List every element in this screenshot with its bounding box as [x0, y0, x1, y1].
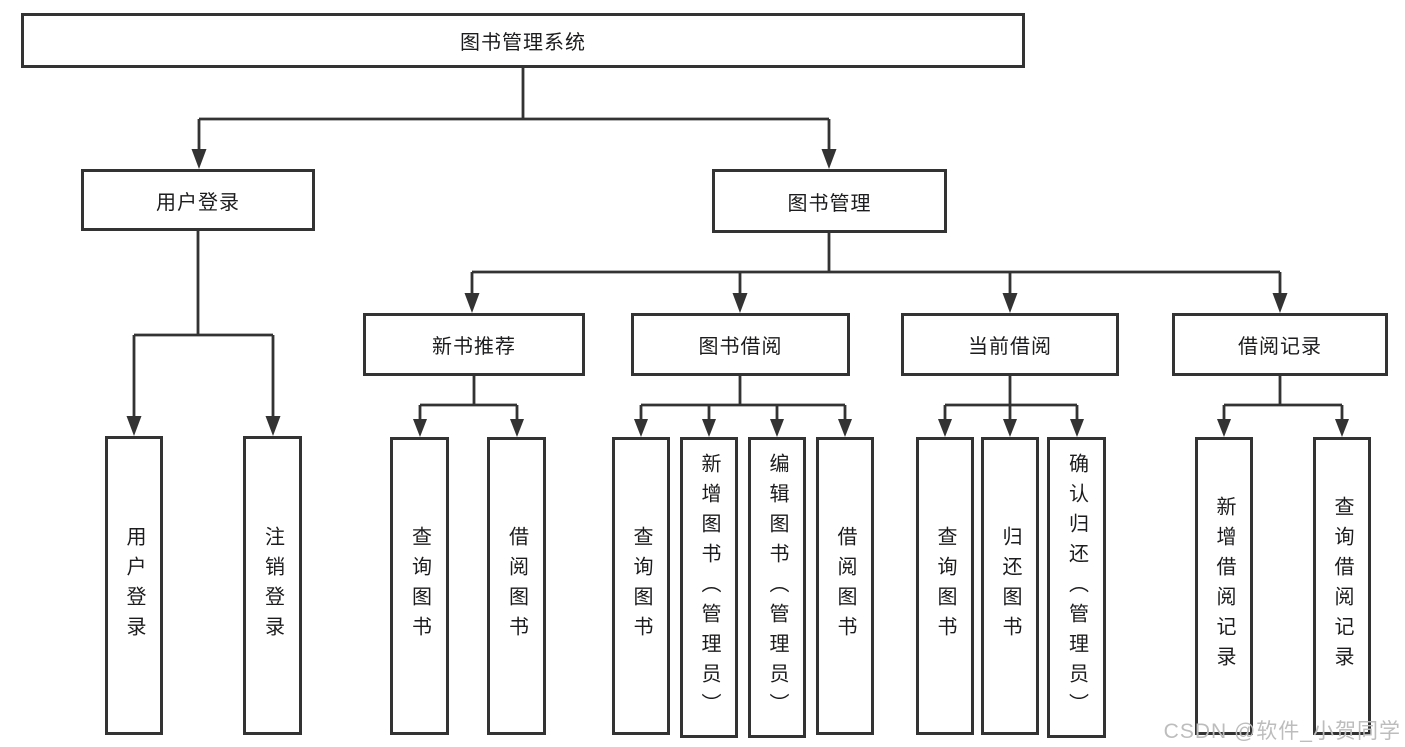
leaf-current-query-books: 查询图书 [916, 437, 974, 735]
leaf-borrow-query-books: 查询图书 [612, 437, 670, 735]
node-user-login: 用户登录 [81, 169, 315, 231]
csdn-watermark: CSDN @软件_小贺同学 [1163, 720, 1401, 743]
leaf-newbook-query-books: 查询图书 [390, 437, 449, 735]
node-new-book-recommend: 新书推荐 [363, 313, 585, 376]
leaf-user-login: 用户登录 [105, 436, 163, 735]
node-library-management-system: 图书管理系统 [21, 13, 1025, 68]
leaf-current-confirm-return-admin: 确认归还（管理员） [1047, 437, 1106, 738]
leaf-current-return-books: 归还图书 [981, 437, 1039, 735]
leaf-borrow-edit-books-admin: 编辑图书（管理员） [748, 437, 806, 738]
leaf-records-query-borrow-record: 查询借阅记录 [1313, 437, 1371, 735]
node-book-borrowing: 图书借阅 [631, 313, 850, 376]
node-borrowing-records: 借阅记录 [1172, 313, 1388, 376]
leaf-newbook-borrow-books: 借阅图书 [487, 437, 546, 735]
leaf-borrow-borrow-books: 借阅图书 [816, 437, 874, 735]
leaf-records-add-borrow-record: 新增借阅记录 [1195, 437, 1253, 735]
leaf-logout: 注销登录 [243, 436, 302, 735]
node-current-borrowing: 当前借阅 [901, 313, 1119, 376]
leaf-borrow-add-books-admin: 新增图书（管理员） [680, 437, 738, 738]
node-book-management: 图书管理 [712, 169, 947, 233]
